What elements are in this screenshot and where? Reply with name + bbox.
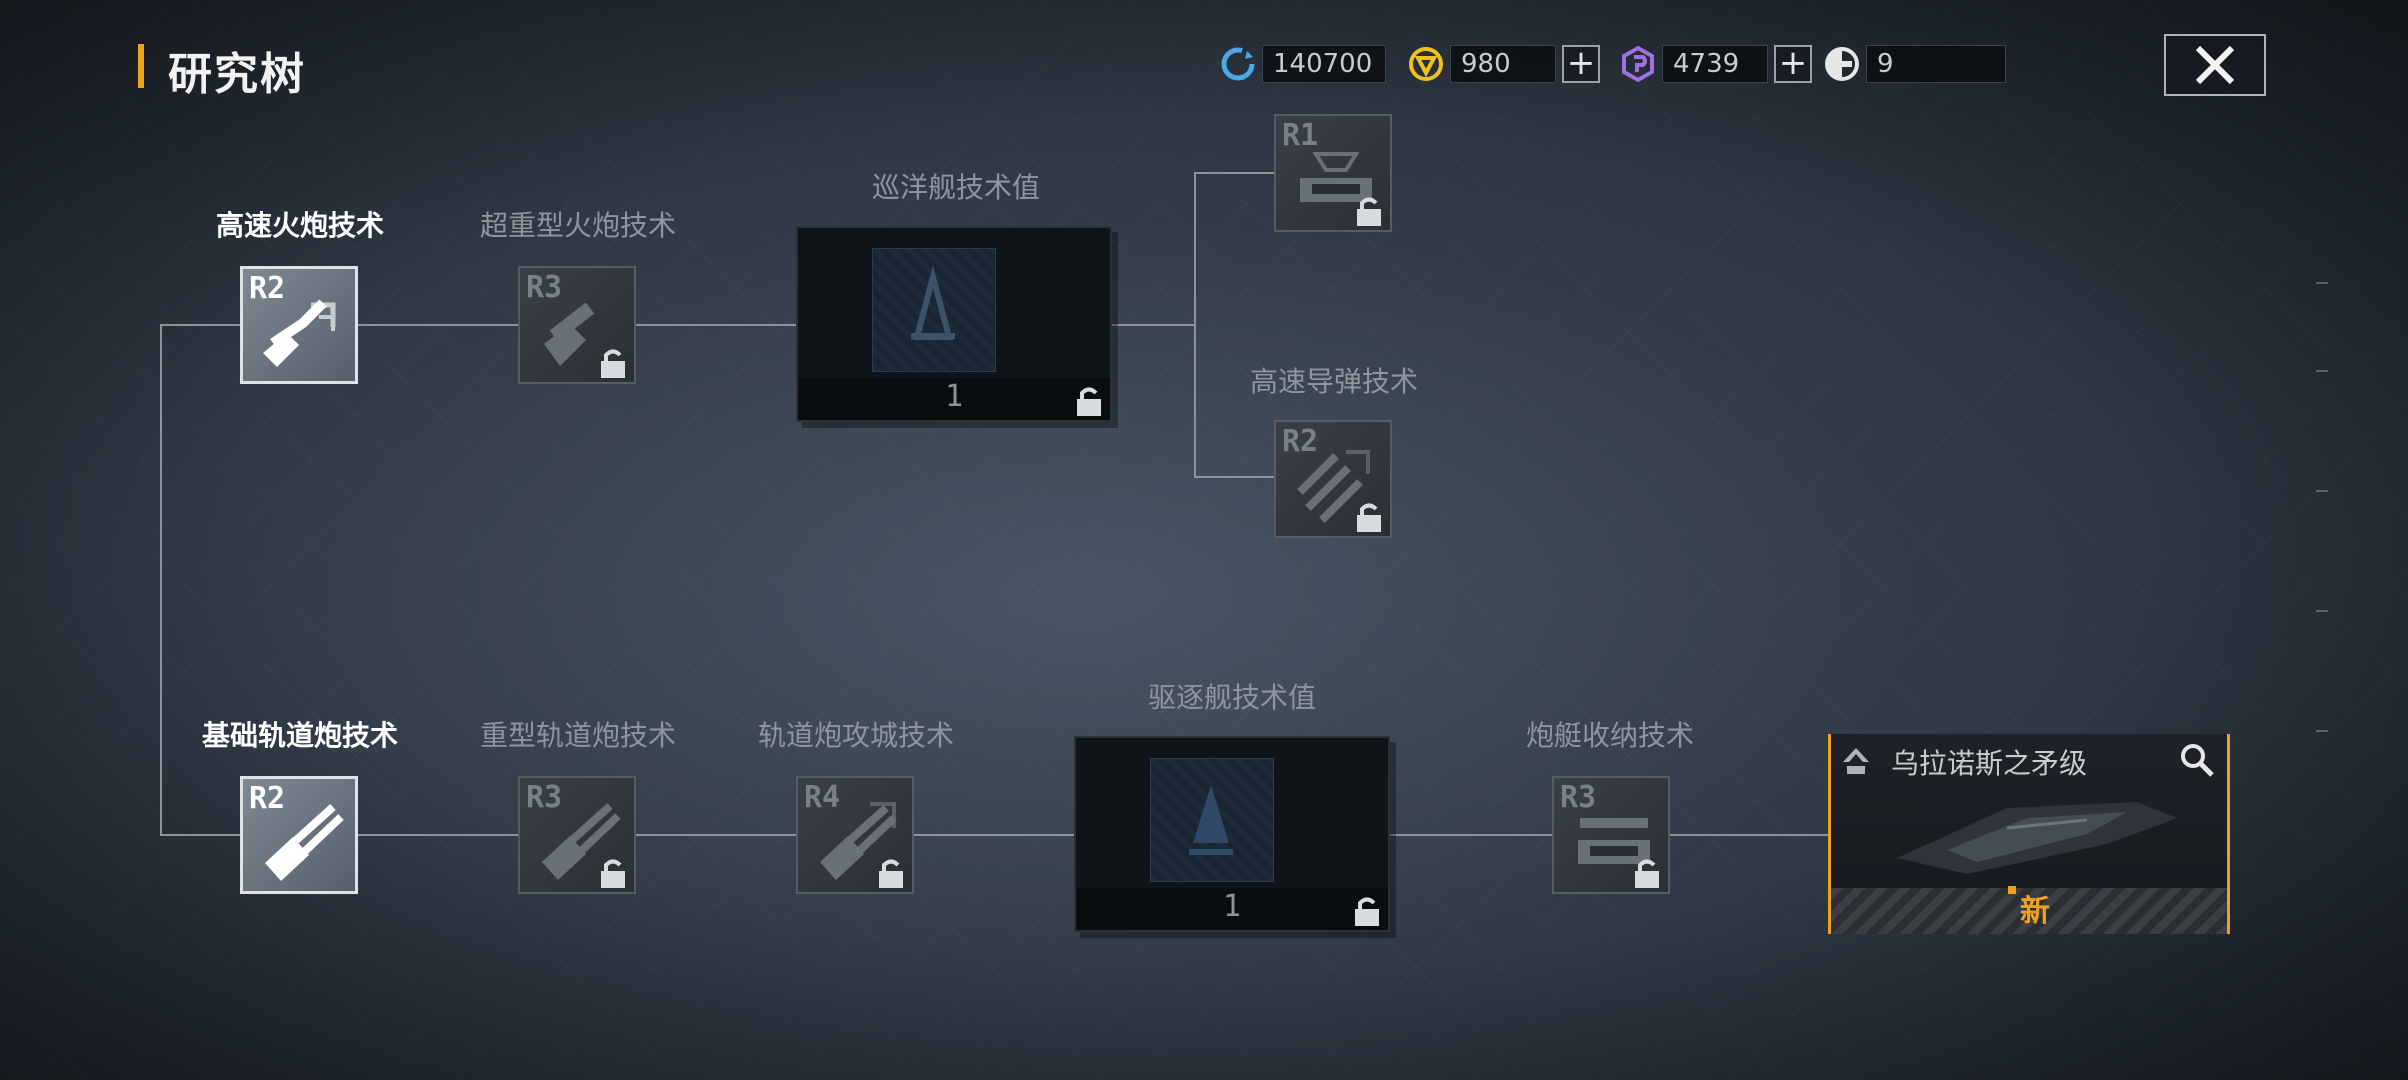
ship-name: 乌拉诺斯之矛级 <box>1891 747 2088 780</box>
scale-tick <box>2316 610 2328 612</box>
lock-icon <box>1077 387 1101 416</box>
new-badge: 新 <box>1831 886 2227 930</box>
lock-icon <box>1357 197 1381 226</box>
resource-value: 4739 <box>1662 45 1768 83</box>
hangar-icon <box>1578 818 1650 864</box>
rank-badge: R3 <box>526 780 563 815</box>
tree-connector <box>1194 172 1196 476</box>
rank-chevron-icon <box>1843 748 1869 774</box>
scale-tick <box>2316 282 2328 284</box>
resource-value: 140700 <box>1262 45 1386 83</box>
rank-badge: R2 <box>249 781 286 816</box>
tree-connector <box>1670 834 1830 836</box>
node-super-heavy-cannon[interactable]: R3 <box>518 266 636 384</box>
tech-value-footer <box>1076 888 1388 930</box>
node-railgun-siege[interactable]: R4 <box>796 776 914 894</box>
tree-connector <box>1112 324 1194 326</box>
tree-connector <box>1194 476 1274 478</box>
tree-connector <box>914 834 1074 836</box>
cruiser-emblem-icon <box>911 265 955 340</box>
half-circle-token-icon <box>1822 44 1862 84</box>
node-r1-carrier[interactable]: R1 <box>1274 114 1392 232</box>
rank-badge: R2 <box>1282 424 1319 459</box>
resource-gold: 980 + <box>1406 44 1600 84</box>
resource-value: 9 <box>1866 45 2006 83</box>
page-title: 研究树 <box>168 49 306 100</box>
lock-icon <box>1357 503 1381 532</box>
cruiser-tech-value-box[interactable]: 1 <box>796 226 1112 422</box>
node-gunboat-storage[interactable]: R3 <box>1552 776 1670 894</box>
node-label: 炮艇收纳技术 <box>1525 719 1694 752</box>
missile-icon <box>1297 450 1370 523</box>
scale-tick <box>2316 370 2328 372</box>
lock-icon <box>879 859 903 888</box>
new-badge-label: 新 <box>2020 894 2050 929</box>
destroyer-tech-value-box[interactable]: 1 <box>1074 736 1390 932</box>
hangar-icon <box>1300 152 1372 202</box>
destroyer-emblem-icon <box>1189 785 1233 855</box>
scale-tick <box>2316 490 2328 492</box>
tech-value-count: 1 <box>944 379 964 414</box>
tree-connector <box>636 834 796 836</box>
lock-icon <box>1635 859 1659 888</box>
ship-image <box>1897 802 2177 874</box>
node-label: 基础轨道炮技术 <box>201 719 398 752</box>
node-label: 巡洋舰技术值 <box>871 171 1040 204</box>
cannon-icon <box>263 299 336 367</box>
tree-connector <box>636 324 796 326</box>
lock-icon <box>1355 897 1379 926</box>
tree-connector <box>160 324 162 834</box>
refresh-credit-icon <box>1218 44 1258 84</box>
close-button[interactable] <box>2164 34 2266 96</box>
resource-crystal: 4739 + <box>1618 44 1812 84</box>
rank-badge: R1 <box>1282 118 1319 153</box>
purple-crystal-icon <box>1618 44 1658 84</box>
add-crystal-button[interactable]: + <box>1774 45 1812 83</box>
node-high-speed-missile[interactable]: R2 <box>1274 420 1392 538</box>
lock-icon <box>601 349 625 378</box>
magnify-icon[interactable] <box>2179 742 2215 778</box>
ship-card[interactable]: 乌拉诺斯之矛级 新 <box>1828 734 2230 934</box>
heavy-cannon-icon <box>544 302 595 366</box>
heavy-railgun-icon <box>542 803 621 880</box>
node-basic-railgun[interactable]: R2 <box>240 776 358 894</box>
resource-value: 980 <box>1450 45 1556 83</box>
rank-badge: R3 <box>1560 780 1597 815</box>
node-label: 轨道炮攻城技术 <box>757 719 954 752</box>
railgun-icon <box>265 804 344 881</box>
node-label: 重型轨道炮技术 <box>479 719 676 752</box>
title-accent-bar <box>138 44 144 88</box>
close-icon <box>2195 45 2235 85</box>
node-label: 超重型火炮技术 <box>479 209 676 242</box>
tech-emblem-frame <box>872 248 996 372</box>
tech-emblem-frame <box>1150 758 1274 882</box>
node-label: 高速火炮技术 <box>215 209 384 242</box>
gold-coin-icon <box>1406 44 1446 84</box>
node-label: 驱逐舰技术值 <box>1147 681 1316 714</box>
resource-token: 9 <box>1822 44 2006 84</box>
scale-tick <box>2316 730 2328 732</box>
tech-value-count: 1 <box>1222 889 1242 924</box>
siege-railgun-icon <box>820 802 897 880</box>
tree-connector <box>1194 172 1274 174</box>
tree-connector <box>358 834 518 836</box>
node-label: 高速导弹技术 <box>1249 365 1418 398</box>
node-high-speed-cannon[interactable]: R2 <box>240 266 358 384</box>
tech-value-footer <box>798 378 1110 420</box>
tree-connector <box>358 324 518 326</box>
lock-icon <box>601 859 625 888</box>
node-heavy-railgun[interactable]: R3 <box>518 776 636 894</box>
rank-badge: R4 <box>804 780 841 815</box>
resource-credits: 140700 <box>1218 44 1386 84</box>
rank-badge: R3 <box>526 270 563 305</box>
tree-connector <box>160 324 240 326</box>
tree-connector <box>160 834 240 836</box>
add-gold-button[interactable]: + <box>1562 45 1600 83</box>
rank-badge: R2 <box>249 271 286 306</box>
tree-connector <box>1390 834 1552 836</box>
ship-card-footer <box>1831 888 2227 934</box>
